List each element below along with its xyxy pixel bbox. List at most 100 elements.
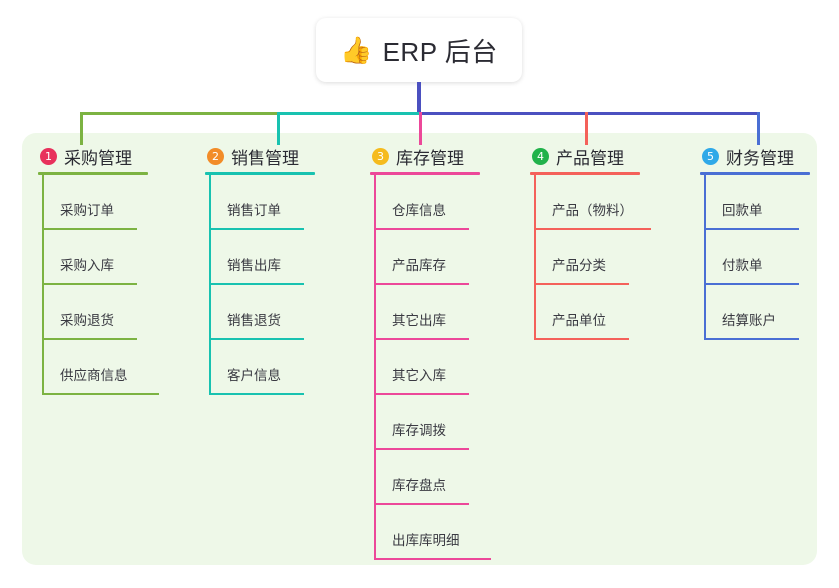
branch-header-3[interactable]: 3 库存管理 xyxy=(370,145,480,168)
leaf-node[interactable]: 采购退货 xyxy=(38,285,148,340)
leaf-node[interactable]: 产品（物料） xyxy=(530,175,651,230)
branch-drop-4 xyxy=(585,112,588,145)
leaf-node-label: 产品单位 xyxy=(552,313,606,328)
leaf-node-rule xyxy=(374,283,469,285)
root-trunk-connector xyxy=(417,82,421,114)
leaf-node-label: 产品（物料） xyxy=(552,203,633,218)
leaf-node-rule xyxy=(209,228,304,230)
leaf-node[interactable]: 采购入库 xyxy=(38,230,148,285)
branch-header-rule xyxy=(205,172,315,175)
leaf-node-rule xyxy=(42,338,137,340)
leaf-node-label: 采购退货 xyxy=(60,313,114,328)
leaf-node-label: 客户信息 xyxy=(227,368,281,383)
leaf-node[interactable]: 结算账户 xyxy=(700,285,810,340)
branch-stem xyxy=(42,175,44,395)
branch-index-badge: 2 xyxy=(207,147,224,165)
leaf-node-label: 库存调拨 xyxy=(392,423,446,438)
leaf-node-rule xyxy=(534,228,651,230)
branch-leaf-list: 采购订单采购入库采购退货供应商信息 xyxy=(38,175,159,395)
branch-index-badge: 3 xyxy=(372,147,389,165)
diagram-background-panel xyxy=(22,133,817,565)
leaf-node[interactable]: 回款单 xyxy=(700,175,810,230)
branch-index-badge: 5 xyxy=(702,147,719,165)
leaf-node[interactable]: 出库库明细 xyxy=(370,505,491,560)
branch-header-rule xyxy=(370,172,480,175)
leaf-node[interactable]: 其它出库 xyxy=(370,285,480,340)
leaf-node-label: 出库库明细 xyxy=(392,533,460,548)
leaf-node-rule xyxy=(374,448,469,450)
branch-stem xyxy=(374,175,376,560)
branch-bar-segment-1 xyxy=(80,112,277,115)
branch-column-1: 1 采购管理采购订单采购入库采购退货供应商信息 xyxy=(38,145,159,395)
leaf-node[interactable]: 库存调拨 xyxy=(370,395,480,450)
branch-stem xyxy=(704,175,706,340)
leaf-node-label: 回款单 xyxy=(722,203,763,218)
leaf-node-rule xyxy=(704,228,799,230)
branch-header-2[interactable]: 2 销售管理 xyxy=(205,145,315,168)
branch-drop-2 xyxy=(277,112,280,145)
leaf-node[interactable]: 库存盘点 xyxy=(370,450,480,505)
leaf-node-label: 采购入库 xyxy=(60,258,114,273)
leaf-node-label: 仓库信息 xyxy=(392,203,446,218)
branch-column-3: 3 库存管理仓库信息产品库存其它出库其它入库库存调拨库存盘点出库库明细 xyxy=(370,145,491,560)
branch-column-2: 2 销售管理销售订单销售出库销售退货客户信息 xyxy=(205,145,315,395)
leaf-node[interactable]: 产品库存 xyxy=(370,230,480,285)
leaf-node-rule xyxy=(209,283,304,285)
leaf-node-rule xyxy=(534,338,629,340)
leaf-node-label: 供应商信息 xyxy=(60,368,128,383)
leaf-node-rule xyxy=(374,393,469,395)
leaf-node[interactable]: 产品单位 xyxy=(530,285,640,340)
leaf-node-label: 销售退货 xyxy=(227,313,281,328)
leaf-node[interactable]: 采购订单 xyxy=(38,175,148,230)
leaf-node-rule xyxy=(42,393,159,395)
leaf-node-label: 产品分类 xyxy=(552,258,606,273)
branch-header-rule xyxy=(700,172,810,175)
branch-header-1[interactable]: 1 采购管理 xyxy=(38,145,148,168)
leaf-node[interactable]: 销售出库 xyxy=(205,230,315,285)
leaf-node-rule xyxy=(42,283,137,285)
branch-bar-segment-2 xyxy=(277,112,419,115)
leaf-node-label: 结算账户 xyxy=(722,313,776,328)
leaf-node-label: 产品库存 xyxy=(392,258,446,273)
branch-header-rule xyxy=(38,172,148,175)
leaf-node[interactable]: 产品分类 xyxy=(530,230,640,285)
branch-header-5[interactable]: 5 财务管理 xyxy=(700,145,810,168)
branch-header-rule xyxy=(530,172,640,175)
leaf-node-rule xyxy=(704,283,799,285)
branch-drop-3 xyxy=(419,112,422,145)
root-node-title: ERP 后台 xyxy=(382,36,498,67)
leaf-node-label: 采购订单 xyxy=(60,203,114,218)
leaf-node-rule xyxy=(374,503,469,505)
branch-stem xyxy=(534,175,536,340)
branch-stem xyxy=(209,175,211,395)
branch-index-badge: 4 xyxy=(532,147,549,165)
branch-leaf-list: 回款单付款单结算账户 xyxy=(700,175,810,340)
branch-drop-5 xyxy=(757,112,760,145)
branch-title: 库存管理 xyxy=(396,148,464,168)
leaf-node[interactable]: 客户信息 xyxy=(205,340,315,395)
branch-title: 销售管理 xyxy=(231,148,299,168)
leaf-node[interactable]: 供应商信息 xyxy=(38,340,159,395)
branch-drop-1 xyxy=(80,112,83,145)
branch-title: 财务管理 xyxy=(726,148,794,168)
leaf-node[interactable]: 其它入库 xyxy=(370,340,480,395)
leaf-node-label: 其它出库 xyxy=(392,313,446,328)
branch-index-badge: 1 xyxy=(40,147,57,165)
branch-column-5: 5 财务管理回款单付款单结算账户 xyxy=(700,145,810,340)
leaf-node-label: 库存盘点 xyxy=(392,478,446,493)
leaf-node-rule xyxy=(534,283,629,285)
branch-leaf-list: 销售订单销售出库销售退货客户信息 xyxy=(205,175,315,395)
leaf-node[interactable]: 付款单 xyxy=(700,230,810,285)
root-node-card[interactable]: 👍 ERP 后台 xyxy=(316,18,522,82)
branch-leaf-list: 仓库信息产品库存其它出库其它入库库存调拨库存盘点出库库明细 xyxy=(370,175,491,560)
leaf-node[interactable]: 仓库信息 xyxy=(370,175,480,230)
branch-title: 采购管理 xyxy=(64,148,132,168)
leaf-node-rule xyxy=(42,228,137,230)
leaf-node[interactable]: 销售退货 xyxy=(205,285,315,340)
leaf-node-label: 销售出库 xyxy=(227,258,281,273)
leaf-node-rule xyxy=(374,558,491,560)
leaf-node[interactable]: 销售订单 xyxy=(205,175,315,230)
